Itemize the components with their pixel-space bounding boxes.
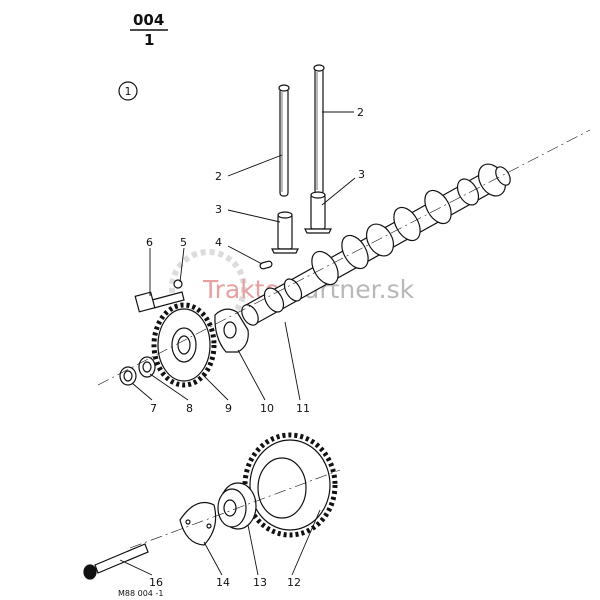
woodruff-key (259, 260, 273, 270)
callout-bolt-16: 16 (149, 576, 163, 589)
tappet-left (271, 211, 299, 254)
callout-bolt-6: 6 (146, 236, 153, 249)
axis-line-lower (129, 469, 341, 549)
push-rod-right (313, 64, 325, 195)
callout-nut-7: 7 (150, 402, 157, 415)
callout-plate-10: 10 (260, 402, 274, 415)
push-rod-left (278, 84, 290, 197)
bolt-16 (83, 543, 149, 580)
callout-tappet-left: 3 (215, 203, 222, 216)
callout-hub-13: 13 (253, 576, 267, 589)
drawing-reference: M88 004 -1 (118, 589, 163, 598)
washer-5 (173, 279, 183, 289)
group-marker-label: 1 (125, 85, 132, 98)
tappet-right (304, 191, 332, 234)
callout-gear-12: 12 (287, 576, 301, 589)
drive-gear (242, 432, 338, 538)
locking-plate-hole-2 (206, 523, 212, 529)
thrust-plate-hole (223, 321, 237, 339)
bolt-6 (134, 291, 185, 313)
camshaft (241, 163, 511, 326)
callout-washer-8: 8 (186, 402, 193, 415)
callout-push-rod-left: 2 (215, 170, 222, 183)
nut-7-hole (123, 370, 133, 382)
axis-line-upper (97, 129, 591, 386)
callout-plate-14: 14 (216, 576, 230, 589)
camshaft-gear (151, 302, 217, 388)
callout-washer-5: 5 (180, 236, 187, 249)
callout-push-rod-right: 2 (357, 106, 364, 119)
washer-8-hole (142, 361, 152, 373)
callout-gear-9: 9 (225, 402, 232, 415)
page-number-bottom: 1 (144, 31, 154, 49)
group-marker-circle (118, 81, 138, 101)
hub (217, 482, 257, 530)
page-number-top: 004 (133, 11, 164, 29)
callout-tappet-right: 3 (358, 168, 365, 181)
locking-plate-hole-1 (185, 519, 191, 525)
leader-lines (119, 111, 356, 576)
callout-key: 4 (215, 236, 222, 249)
locking-plate (179, 501, 217, 546)
callout-camshaft-11: 11 (296, 402, 310, 415)
